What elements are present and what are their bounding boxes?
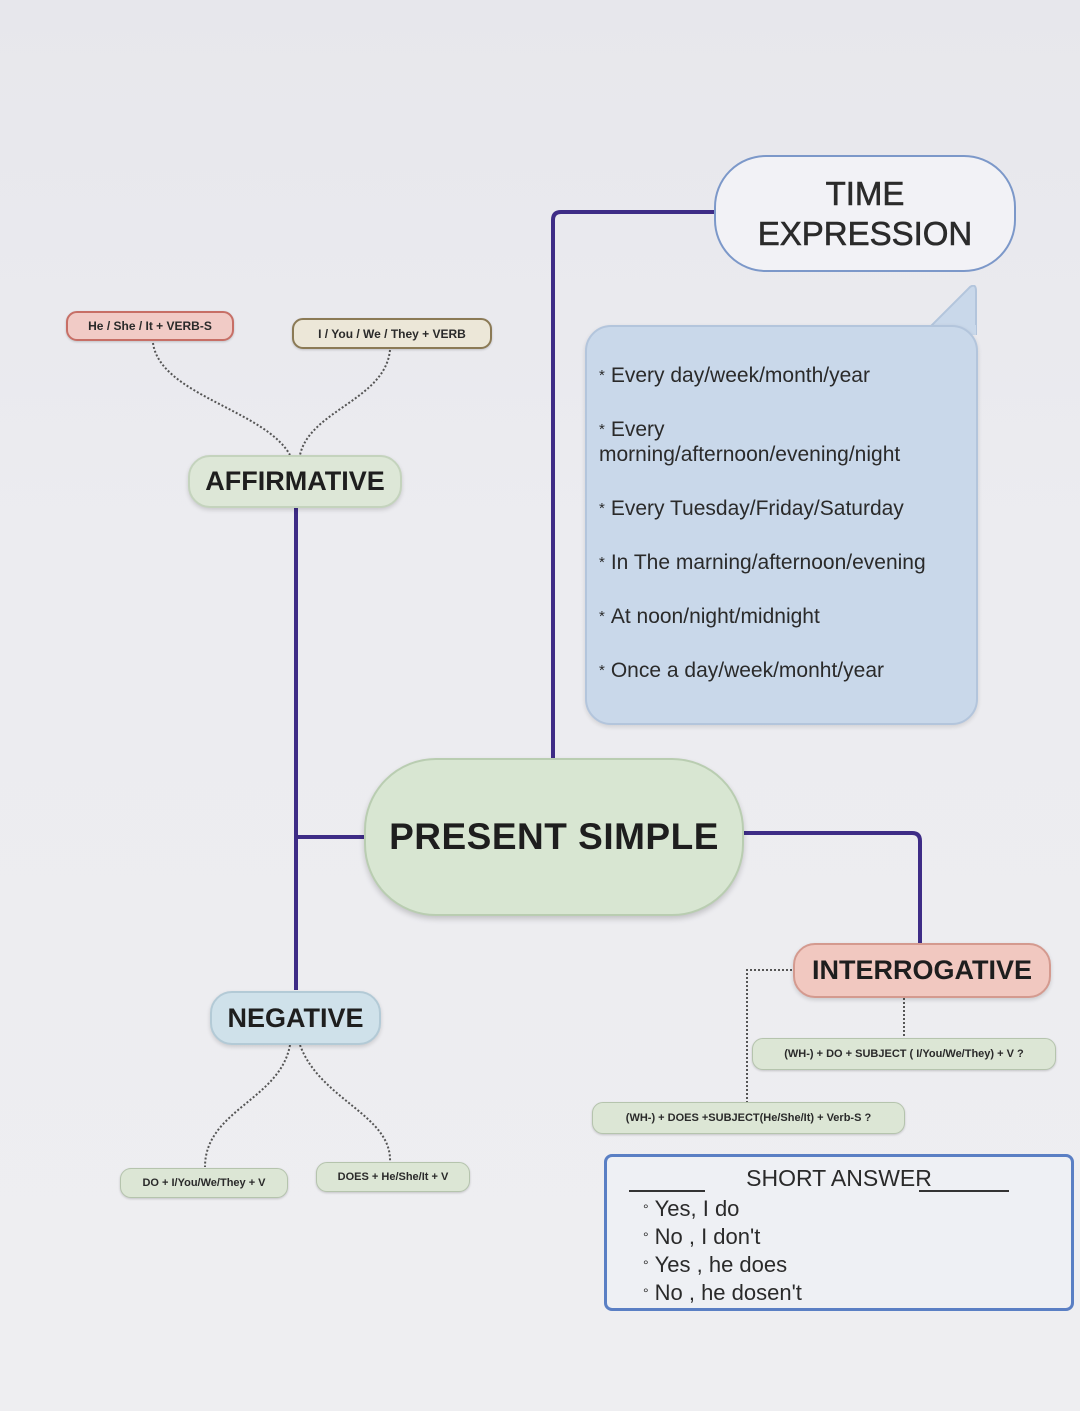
interrogative-do-rule-pill: (WH-) + DO + SUBJECT ( I/You/We/They) + … <box>752 1038 1056 1070</box>
short-answer-list: °Yes, I do °No , I don't °Yes , he does … <box>643 1195 802 1307</box>
present-simple-label: PRESENT SIMPLE <box>389 816 719 857</box>
list-item: °Yes, I do <box>643 1196 740 1221</box>
time-expression-node: TIME EXPRESSION <box>714 155 1016 272</box>
list-item: *At noon/night/midnight <box>599 605 820 628</box>
dotted-link-i-you-we-they <box>299 349 391 456</box>
time-expression-list: *Every day/week/month/year *Every mornin… <box>599 363 966 683</box>
interrogative-does-rule-pill: (WH-) + DOES +SUBJECT(He/She/It) + Verb-… <box>592 1102 905 1134</box>
time-expression-title-line2: EXPRESSION <box>757 214 973 252</box>
list-item: *Once a day/week/monht/year <box>599 659 884 682</box>
list-item: *Every Tuesday/Friday/Saturday <box>599 497 904 520</box>
bullet-degree: ° <box>643 1285 649 1301</box>
time-expression-list-bubble: *Every day/week/month/year *Every mornin… <box>585 325 978 725</box>
negative-node: NEGATIVE <box>210 991 381 1045</box>
present-simple-node: PRESENT SIMPLE <box>364 758 744 916</box>
connector-center-to-interrogative <box>744 831 922 944</box>
list-item: *In The marning/afternoon/evening <box>599 551 926 574</box>
he-she-it-rule-pill: He / She / It + VERB-S <box>66 311 234 341</box>
negative-label: NEGATIVE <box>227 1002 364 1033</box>
connector-center-to-time <box>551 210 716 758</box>
dotted-link-he-she-it <box>152 342 291 456</box>
affirmative-node: AFFIRMATIVE <box>188 455 402 508</box>
list-item: *Every morning/afternoon/evening/night <box>599 418 901 466</box>
bullet-star: * <box>599 608 605 625</box>
list-item: *Every day/week/month/year <box>599 364 870 387</box>
dotted-link-interrog-does <box>746 969 796 1102</box>
bullet-degree: ° <box>643 1229 649 1245</box>
short-answer-rule-right <box>919 1190 1009 1192</box>
interrogative-node: INTERROGATIVE <box>793 943 1051 998</box>
negative-do-rule-pill: DO + I/You/We/They + V <box>120 1168 288 1198</box>
time-expression-title-line1: TIME <box>825 174 905 212</box>
negative-does-rule-pill: DOES + He/She/It + V <box>316 1162 470 1192</box>
affirmative-label: AFFIRMATIVE <box>205 466 385 496</box>
short-answer-title: SHORT ANSWER <box>746 1165 932 1191</box>
list-item: °No , he dosen't <box>643 1280 802 1305</box>
bullet-degree: ° <box>643 1201 649 1217</box>
bullet-star: * <box>599 662 605 679</box>
dotted-link-do-rule <box>204 1044 291 1168</box>
bullet-star: * <box>599 554 605 571</box>
bullet-star: * <box>599 500 605 517</box>
short-answer-box: SHORT ANSWER °Yes, I do °No , I don't °Y… <box>604 1154 1074 1311</box>
list-item: °Yes , he does <box>643 1252 788 1277</box>
short-answer-rule-left <box>629 1190 705 1192</box>
list-item: °No , I don't <box>643 1224 761 1249</box>
i-you-we-they-rule-pill: I / You / We / They + VERB <box>292 318 492 349</box>
bullet-degree: ° <box>643 1257 649 1273</box>
bullet-star: * <box>599 367 605 384</box>
interrogative-label: INTERROGATIVE <box>811 955 1032 985</box>
bullet-star: * <box>599 421 605 438</box>
dotted-link-does-rule <box>299 1044 392 1163</box>
